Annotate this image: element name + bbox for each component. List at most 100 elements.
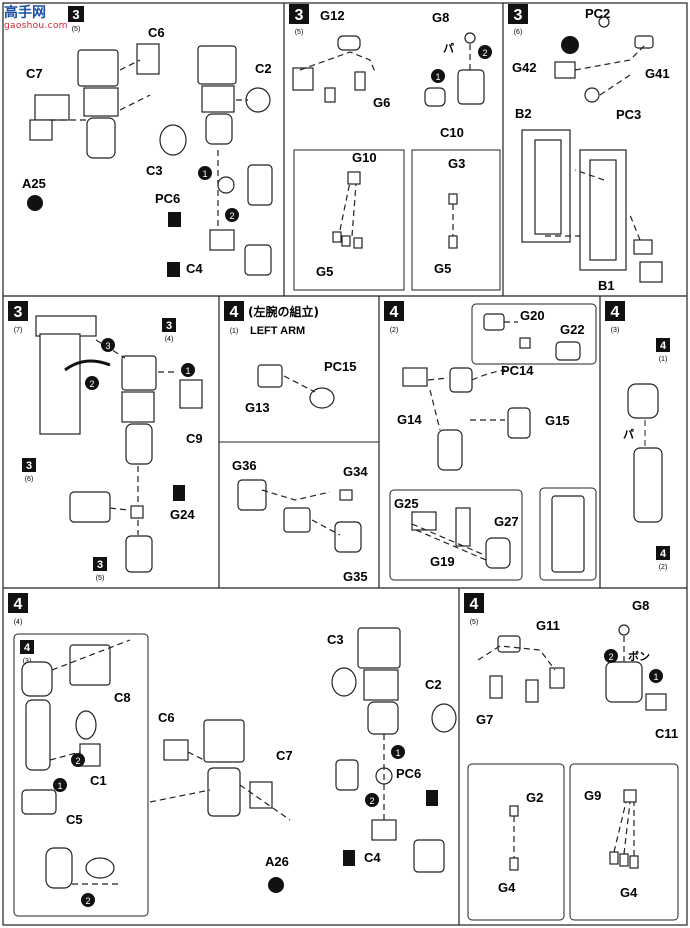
step-sub: (5) (72, 26, 81, 33)
step-badge (605, 301, 625, 321)
step-number: 3 (14, 304, 23, 321)
detail-box (13, 633, 149, 917)
part-label: G11 (536, 618, 560, 633)
panel-3-7: 3 (7) 3 (4) 3 (6) 3 (5) C9 G24 (8, 301, 203, 582)
svg-text:3: 3 (26, 460, 32, 472)
parts-drawing (35, 315, 203, 573)
katakana-mark: パ (623, 428, 634, 441)
part-label: C3 (146, 163, 163, 178)
part-label: G3 (448, 156, 465, 171)
detail-box (539, 487, 597, 581)
parts-drawing (402, 313, 585, 573)
svg-text:2: 2 (89, 379, 94, 389)
svg-text:4: 4 (660, 548, 667, 560)
section-title: (左腕の組立) (248, 304, 319, 319)
panel-4-3: 4 (3) 4 (1) 4 (2) パ (605, 301, 670, 571)
parts-drawing (21, 627, 457, 889)
part-label: G42 (512, 60, 537, 75)
svg-text:2: 2 (229, 211, 234, 221)
detail-box (569, 763, 679, 921)
ref-badge (22, 458, 36, 472)
assembly-guides (411, 321, 518, 561)
svg-text:(4): (4) (165, 336, 174, 343)
assembly-guides (95, 339, 178, 535)
part-label: G35 (343, 569, 368, 584)
part-label: C6 (158, 710, 175, 725)
ref-badge (93, 557, 107, 571)
svg-text:3: 3 (166, 320, 172, 332)
step-badge (68, 6, 84, 22)
sequence-marker (478, 45, 492, 59)
part-label: G22 (560, 322, 585, 337)
parts-drawing (292, 32, 485, 249)
svg-text:2: 2 (608, 652, 613, 662)
step-badge (8, 593, 28, 613)
svg-text:2: 2 (369, 796, 374, 806)
part-label: C3 (327, 632, 344, 647)
sequence-marker (198, 166, 212, 180)
part-label: C8 (114, 690, 131, 705)
part-label: G2 (526, 790, 543, 805)
assembly-guides (299, 44, 471, 237)
step-badge (384, 301, 404, 321)
svg-text:2: 2 (482, 48, 487, 58)
part-label: A26 (265, 854, 289, 869)
svg-text:(2): (2) (659, 564, 668, 571)
step-number: 3 (514, 7, 523, 24)
part-label: B2 (515, 106, 532, 121)
part-label: G41 (645, 66, 670, 81)
watermark-logo: 高手网 gaoshou.com (2, 2, 76, 32)
part-label: G24 (170, 507, 195, 522)
parts-drawing (489, 624, 667, 871)
svg-text:(6): (6) (25, 476, 34, 483)
step-sub: (4) (14, 619, 23, 626)
rotate-arrow (64, 359, 111, 372)
part-label: G10 (352, 150, 377, 165)
part-label: C6 (148, 25, 165, 40)
step-sub: (2) (390, 327, 399, 334)
assembly-guides (261, 375, 341, 536)
caution-icon (167, 262, 180, 277)
part-label: C4 (364, 850, 381, 865)
part-label: G15 (545, 413, 570, 428)
svg-text:3: 3 (105, 341, 110, 351)
ref-badge (656, 338, 670, 352)
panel-4-5: 4 (5) G11 G8 G7 C11 G2 G9 G4 G4 ボン (464, 593, 679, 921)
step-sub: (5) (470, 619, 479, 626)
part-label: PC15 (324, 359, 357, 374)
part-label: B1 (598, 278, 615, 293)
step-sub: (7) (14, 327, 23, 334)
step-badge (464, 593, 484, 613)
assembly-guides (50, 59, 248, 230)
part-label: G25 (394, 496, 419, 511)
part-label: C10 (440, 125, 464, 140)
svg-text:1: 1 (395, 748, 400, 758)
part-label: C5 (66, 812, 83, 827)
katakana-mark: ボン (628, 649, 650, 663)
step-badge (8, 301, 28, 321)
caution-icon (168, 212, 181, 227)
parts-drawing (29, 43, 273, 276)
sequence-marker (431, 69, 445, 83)
parts-drawing (237, 364, 362, 553)
step-number: 4 (390, 304, 399, 321)
svg-text:2: 2 (85, 896, 90, 906)
detail-box (467, 763, 565, 921)
part-label: C2 (255, 61, 272, 76)
sticker-icon (27, 195, 43, 211)
part-label: C2 (425, 677, 442, 692)
assembly-guides (49, 639, 385, 885)
parts-drawing (521, 16, 663, 283)
part-label: PC6 (396, 766, 421, 781)
ref-badge (20, 640, 34, 654)
part-label: G6 (373, 95, 390, 110)
step-number: 3 (72, 7, 79, 22)
part-label: C11 (655, 726, 678, 741)
part-label: PC3 (616, 107, 641, 122)
step-badge (224, 301, 244, 321)
katakana-mark: パ (443, 42, 454, 55)
section-subtitle: LEFT ARM (250, 325, 305, 337)
svg-text:(5): (5) (96, 575, 105, 582)
